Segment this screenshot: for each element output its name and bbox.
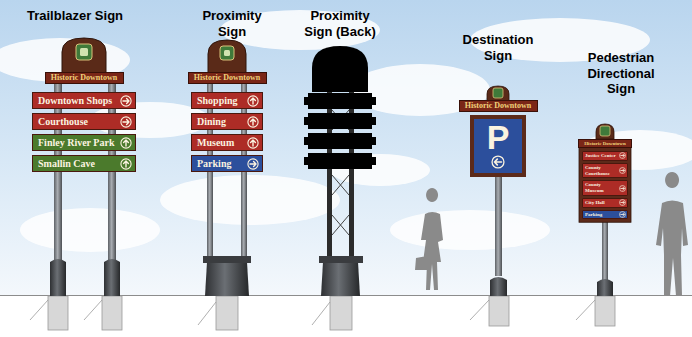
sign-text: County Museum bbox=[585, 182, 617, 194]
sign-text: Museum bbox=[197, 138, 234, 148]
direction-panel: Parking bbox=[191, 155, 263, 172]
direction-panel: City Hall bbox=[582, 198, 628, 208]
sign-text: Parking bbox=[197, 159, 231, 169]
sign-text: Downtown Shops bbox=[38, 96, 112, 106]
sign-type-heading: Proximity Sign bbox=[190, 8, 274, 39]
sign-text: Smallin Cave bbox=[38, 159, 95, 169]
ground bbox=[0, 296, 692, 337]
proximity-back-sign bbox=[304, 46, 376, 296]
arrow-icon bbox=[247, 116, 259, 128]
header-strip: Historic Downtown bbox=[459, 100, 538, 112]
direction-panel: Museum bbox=[191, 134, 263, 151]
parking-panel: P bbox=[470, 115, 526, 177]
arrow-icon bbox=[491, 155, 505, 169]
clouds bbox=[0, 10, 692, 252]
sign-text: Courthouse bbox=[38, 117, 88, 127]
sign-text: Historic Downtown bbox=[194, 74, 260, 82]
arrow-icon bbox=[120, 116, 132, 128]
sign-text: Finley River Park bbox=[38, 138, 114, 148]
arrow-icon bbox=[120, 158, 132, 170]
arrow-icon bbox=[619, 199, 626, 206]
arrow-icon bbox=[619, 167, 626, 174]
sign-type-heading: Trailblazer Sign bbox=[0, 8, 150, 24]
pedestrian-board bbox=[579, 147, 631, 222]
direction-panel: Justice Center bbox=[582, 151, 628, 161]
direction-panel: Dining bbox=[191, 113, 263, 130]
direction-panel: Smallin Cave bbox=[32, 155, 136, 172]
sign-text: Historic Downtown bbox=[465, 102, 531, 110]
person-silhouettes bbox=[415, 172, 688, 296]
arrow-icon bbox=[619, 185, 626, 192]
direction-panel: Shopping bbox=[191, 92, 263, 109]
arrow-icon bbox=[619, 152, 626, 159]
arrow-icon bbox=[120, 95, 132, 107]
header-strip: Historic Downtown bbox=[45, 72, 124, 84]
sign-text: City Hall bbox=[585, 200, 605, 206]
woman-silhouette bbox=[415, 188, 443, 290]
arrow-icon bbox=[247, 137, 259, 149]
sky bbox=[0, 0, 692, 296]
man-silhouette bbox=[656, 172, 688, 296]
sign-text: Historic Downtown bbox=[584, 141, 626, 146]
direction-panel: County Courthouse bbox=[582, 163, 628, 179]
direction-panel: Courthouse bbox=[32, 113, 136, 130]
proximity-crown bbox=[208, 40, 246, 73]
direction-panel: County Museum bbox=[582, 180, 628, 196]
sign-text: Dining bbox=[197, 117, 226, 127]
sign-text: Justice Center bbox=[585, 153, 616, 159]
sign-text: Shopping bbox=[197, 96, 238, 106]
sign-text: Historic Downtown bbox=[51, 74, 117, 82]
header-strip: Historic Downtown bbox=[188, 72, 267, 84]
direction-panel: Finley River Park bbox=[32, 134, 136, 151]
footing-shadows bbox=[30, 300, 595, 325]
sign-text: County Courthouse bbox=[585, 165, 617, 177]
parking-letter: P bbox=[487, 119, 510, 156]
sign-type-heading: Destination Sign bbox=[453, 32, 543, 63]
direction-panel: Parking bbox=[582, 210, 628, 220]
footings bbox=[48, 296, 615, 330]
trailblazer-crown bbox=[62, 38, 106, 73]
sign-type-heading: Proximity Sign (Back) bbox=[295, 8, 385, 39]
arrow-icon bbox=[120, 137, 132, 149]
arrow-icon bbox=[247, 95, 259, 107]
arrow-icon bbox=[619, 211, 626, 218]
direction-panel: Downtown Shops bbox=[32, 92, 136, 109]
arrow-icon bbox=[247, 158, 259, 170]
sign-text: Parking bbox=[585, 212, 602, 218]
sign-type-heading: Pedestrian Directional Sign bbox=[575, 50, 667, 97]
header-strip: Historic Downtown bbox=[578, 139, 632, 148]
